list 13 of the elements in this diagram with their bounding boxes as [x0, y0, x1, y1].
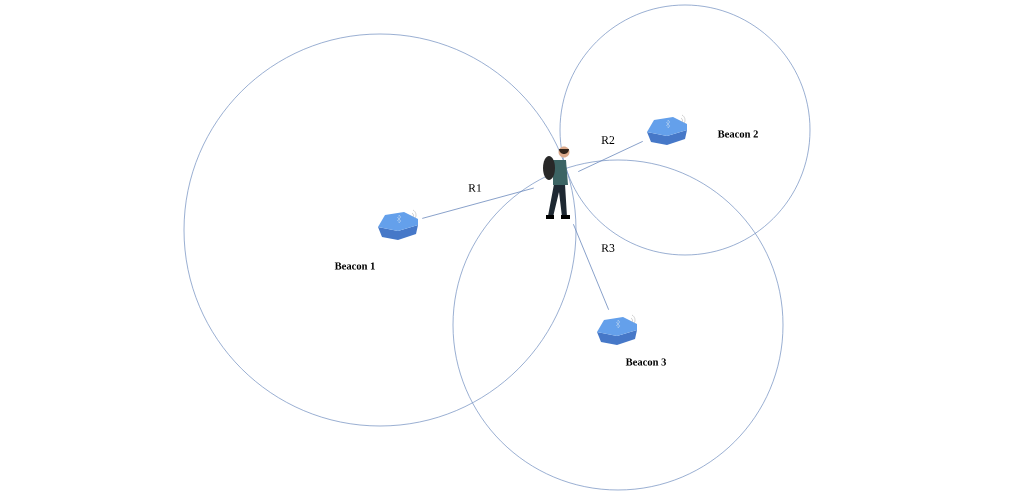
person-drawing — [543, 146, 570, 219]
edge-label: R3 — [600, 242, 616, 254]
beacon-label: Beacon 3 — [625, 358, 666, 366]
beacon-drawing — [378, 209, 418, 240]
connector-line — [421, 187, 535, 219]
beacon-label: Beacon 1 — [334, 262, 375, 270]
beacon-drawing — [597, 314, 637, 345]
beacon-label: Beacon 2 — [717, 130, 758, 138]
edge-label: R1 — [467, 182, 483, 194]
connector-line — [577, 140, 644, 172]
beacon-drawing — [647, 114, 687, 145]
edge-label: R2 — [600, 134, 616, 146]
connector-line — [573, 223, 610, 311]
